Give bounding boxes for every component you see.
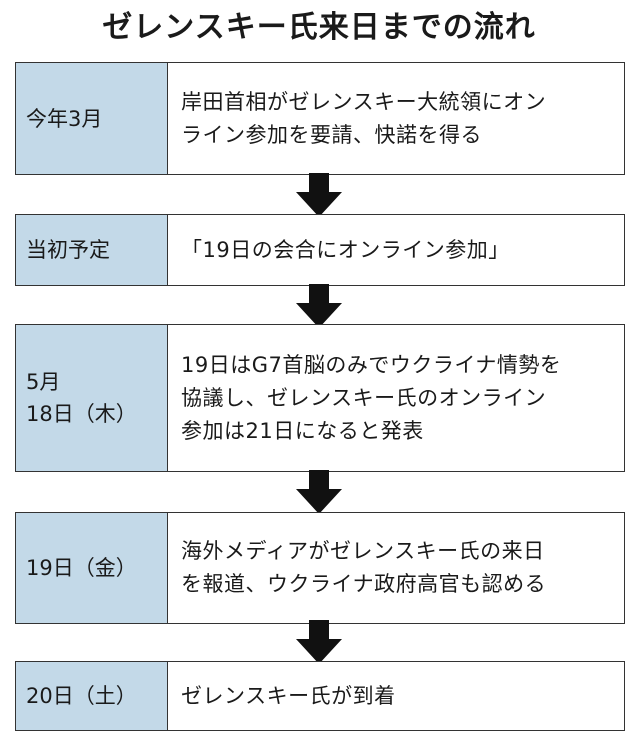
timeline-row: 今年3月 岸田首相がゼレンスキー大統領にオン ライン参加を要請、快諾を得る [15, 62, 625, 175]
timeline-date: 20日（土） [26, 684, 137, 708]
timeline-date: 当初予定 [26, 238, 110, 262]
timeline-date-cell: 20日（土） [16, 662, 168, 730]
timeline-row: 19日（金） 海外メディアがゼレンスキー氏の来日 を報道、ウクライナ政府高官も認… [15, 512, 625, 624]
timeline-description-cell: 19日はG7首脳のみでウクライナ情勢を 協議し、ゼレンスキー氏のオンライン 参加… [168, 325, 624, 471]
timeline-date-cell: 19日（金） [16, 513, 168, 623]
timeline-date: 19日（金） [26, 556, 137, 580]
down-arrow-icon [296, 173, 342, 217]
timeline-date: 5月 18日（木） [26, 370, 137, 426]
timeline-row: 20日（土） ゼレンスキー氏が到着 [15, 661, 625, 731]
down-arrow-icon [296, 470, 342, 514]
timeline-description: 岸田首相がゼレンスキー大統領にオン ライン参加を要請、快諾を得る [181, 89, 547, 147]
timeline-row: 5月 18日（木） 19日はG7首脳のみでウクライナ情勢を 協議し、ゼレンスキー… [15, 324, 625, 472]
down-arrow-icon [296, 620, 342, 664]
timeline-date: 今年3月 [26, 106, 103, 131]
timeline-description: ゼレンスキー氏が到着 [181, 683, 396, 708]
timeline-description-cell: 海外メディアがゼレンスキー氏の来日 を報道、ウクライナ政府高官も認める [168, 513, 624, 623]
timeline-description: 海外メディアがゼレンスキー氏の来日 を報道、ウクライナ政府高官も認める [181, 539, 547, 596]
timeline-description-cell: 「19日の会合にオンライン参加」 [168, 215, 624, 285]
timeline-date-cell: 今年3月 [16, 63, 168, 174]
timeline-description: 「19日の会合にオンライン参加」 [181, 237, 510, 262]
timeline-description-cell: ゼレンスキー氏が到着 [168, 662, 624, 730]
timeline-description-cell: 岸田首相がゼレンスキー大統領にオン ライン参加を要請、快諾を得る [168, 63, 624, 174]
timeline-date-cell: 5月 18日（木） [16, 325, 168, 471]
timeline-description: 19日はG7首脳のみでウクライナ情勢を 協議し、ゼレンスキー氏のオンライン 参加… [181, 352, 562, 443]
timeline-row: 当初予定 「19日の会合にオンライン参加」 [15, 214, 625, 286]
down-arrow-icon [296, 284, 342, 328]
diagram-title: ゼレンスキー氏来日までの流れ [102, 10, 536, 45]
timeline-date-cell: 当初予定 [16, 215, 168, 285]
